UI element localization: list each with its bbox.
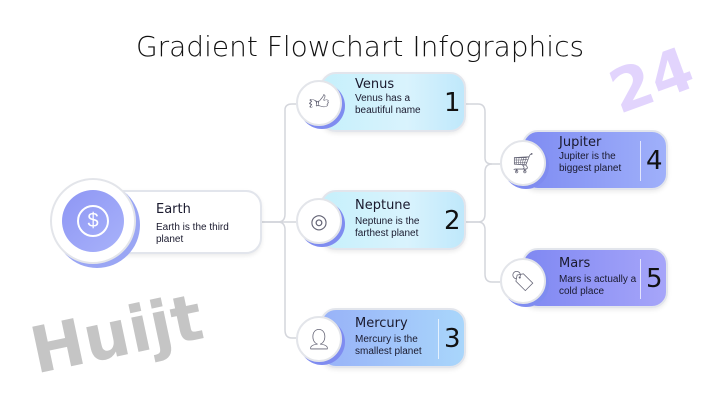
mars-card[interactable]: Mars Mars is actually a cold place 5 bbox=[522, 248, 668, 308]
dollar-coin-icon: $ bbox=[62, 190, 124, 252]
node-number: 4 bbox=[646, 146, 663, 176]
fingerprint-icon: ◎ bbox=[296, 198, 342, 244]
neptune-card[interactable]: Neptune Neptune is the farthest planet 2 bbox=[320, 190, 466, 250]
node-desc: Earth is the third planet bbox=[156, 222, 229, 245]
shopping-cart-icon: 🛒︎ bbox=[500, 140, 546, 186]
node-desc: Neptune is the farthest planet bbox=[355, 216, 420, 239]
node-title: Venus bbox=[355, 77, 395, 92]
node-title: Jupiter bbox=[559, 135, 602, 150]
jupiter-card[interactable]: Jupiter Jupiter is the biggest planet 4 bbox=[522, 130, 668, 190]
node-number: 2 bbox=[444, 206, 461, 236]
divider bbox=[438, 319, 439, 359]
price-tag-icon: 🏷︎ bbox=[500, 258, 546, 304]
divider bbox=[640, 141, 641, 181]
node-title: Earth bbox=[156, 202, 191, 217]
earth-icon-circle: $ bbox=[50, 178, 136, 264]
node-desc: Mercury is the smallest planet bbox=[355, 334, 422, 357]
node-desc: Jupiter is the biggest planet bbox=[559, 151, 622, 174]
node-title: Mercury bbox=[355, 316, 408, 331]
node-number: 1 bbox=[444, 88, 461, 118]
mercury-card[interactable]: Mercury Mercury is the smallest planet 3 bbox=[320, 308, 466, 368]
node-desc: Mars is actually a cold place bbox=[559, 274, 637, 297]
page-title: Gradient Flowchart Infographics bbox=[135, 30, 585, 63]
user-icon: 👤︎ bbox=[296, 316, 342, 362]
node-desc: Venus has a beautiful name bbox=[355, 93, 421, 116]
node-title: Mars bbox=[559, 256, 591, 271]
node-number: 5 bbox=[646, 264, 663, 294]
node-title: Neptune bbox=[355, 198, 411, 213]
venus-card[interactable]: Venus Venus has a beautiful name 1 bbox=[320, 72, 466, 132]
divider bbox=[640, 259, 641, 299]
thumbs-up-icon: 👍︎ bbox=[296, 80, 342, 126]
node-number: 3 bbox=[444, 324, 461, 354]
